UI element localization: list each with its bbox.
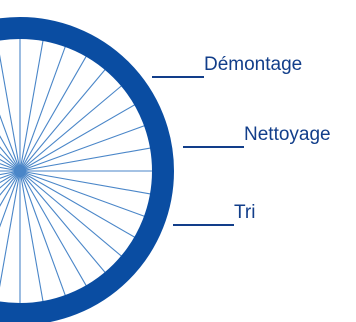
wheel-spoke [0,170,21,228]
wheel-spoke [19,147,152,172]
callout-label-nettoyage: Nettoyage [244,124,331,145]
wheel-spoke [19,55,87,172]
wheel-spoke [0,153,21,172]
callout-line-tri [173,224,234,226]
wheel-spoke [0,146,21,172]
wheel-spoke [19,170,146,218]
wheel-spoke [19,85,123,172]
wheel-spoke [0,158,21,172]
wheel-rim [0,17,174,322]
wheel-spoke [0,54,21,172]
wheel-spoke [19,39,44,172]
wheel-spoke [0,170,21,184]
callout-label-tri: Tri [234,202,256,223]
callout-label-demontage: Démontage [204,54,303,75]
wheel-spoke [19,45,67,172]
wheel-spoke [0,170,21,196]
wheel-spoke [0,170,21,189]
wheel-spoke [19,170,67,297]
wheel-spoke [19,124,146,172]
wheel-spoke [0,170,21,288]
callout-line-nettoyage [183,146,244,148]
wheel-spoke [0,135,21,172]
wheel-spoke [0,170,21,207]
callout-line-demontage [152,76,204,78]
wheel-spoke [19,170,106,274]
wheel-spokes [0,38,153,304]
wheel-spoke [0,114,21,172]
wheel-hub [14,165,26,177]
wheel-spoke [19,170,123,257]
wheel-spoke [19,170,44,303]
wheel-spoke [19,104,136,172]
wheel-spoke [19,170,87,287]
wheel-spoke [19,170,152,195]
wheel-spoke [19,170,136,238]
wheel-spoke [19,68,106,172]
